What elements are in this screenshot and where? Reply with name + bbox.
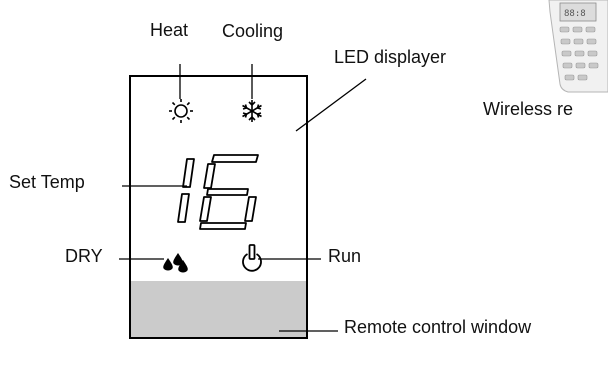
leader-led-displayer <box>295 78 367 132</box>
label-remote-control-window: Remote control window <box>344 317 532 337</box>
leader-lines <box>119 64 367 332</box>
svg-text:88:8: 88:8 <box>564 9 586 19</box>
remote-controller-icon: 88:8 <box>548 0 608 93</box>
label-dry: DRY <box>65 246 103 266</box>
sun-icon <box>169 99 193 123</box>
label-led-displayer: LED displayer <box>334 47 447 67</box>
remote-control-window <box>131 281 306 337</box>
label-wireless-remote: Wireless re <box>483 99 574 119</box>
label-run: Run <box>328 246 362 266</box>
snowflake-icon <box>242 100 262 122</box>
water-drops-icon <box>163 253 188 273</box>
label-cooling: Cooling <box>222 21 284 41</box>
label-heat: Heat <box>150 20 189 40</box>
temperature-display <box>177 154 259 230</box>
label-set-temp: Set Temp <box>9 172 85 192</box>
